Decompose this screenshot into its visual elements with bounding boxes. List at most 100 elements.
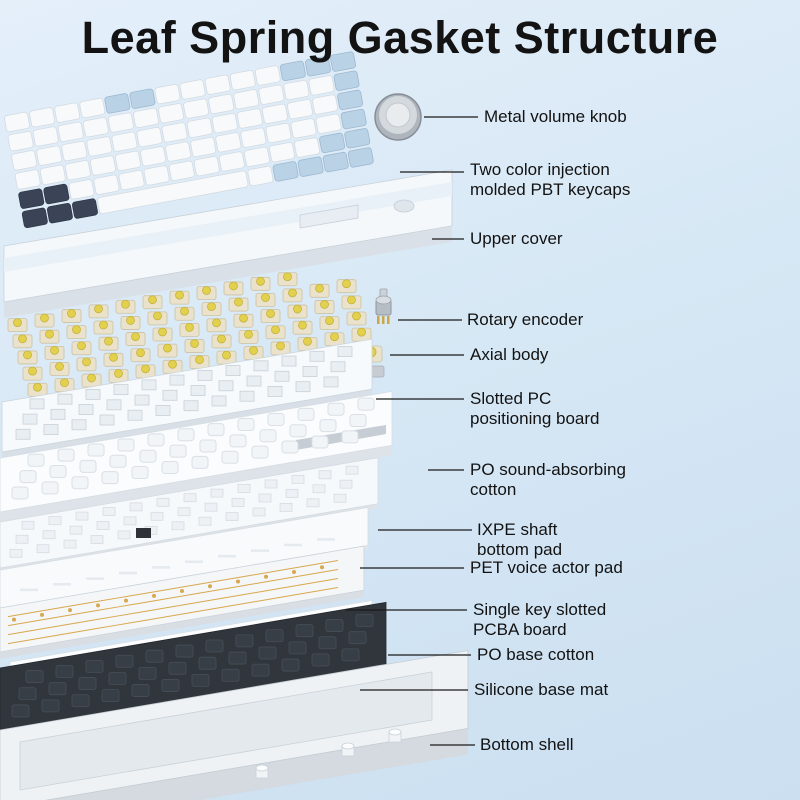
cotton-hole — [297, 407, 315, 421]
keycap — [39, 164, 66, 186]
silicone-pocket — [341, 648, 360, 662]
silicone-pocket — [265, 629, 284, 643]
keycap — [118, 169, 145, 191]
keycap — [97, 170, 249, 215]
cotton-hole — [251, 445, 269, 459]
switch-stem — [109, 352, 118, 362]
cotton-hole — [327, 402, 345, 416]
ixpe-hole — [306, 498, 320, 508]
ixpe-hole — [318, 470, 332, 480]
switch-stem — [185, 322, 194, 332]
switch-stem — [23, 350, 32, 360]
keycap — [204, 74, 231, 95]
pet-detail — [20, 588, 38, 592]
keycap — [129, 88, 156, 109]
keycap — [86, 136, 113, 157]
switch-stem — [175, 290, 184, 300]
keycap — [312, 94, 339, 115]
switch-stem — [352, 311, 361, 321]
plate-slot — [253, 360, 269, 372]
switch-stem — [18, 334, 27, 344]
keycap — [330, 51, 356, 72]
switch-stem — [82, 357, 91, 367]
rotary-encoder-pin — [377, 316, 380, 324]
plate-slot — [211, 395, 227, 407]
upper-cover — [4, 182, 452, 272]
pet-detail — [251, 549, 269, 552]
ixpe-hole — [21, 520, 35, 530]
label-pet-voice-actor-pad: PET voice actor pad — [470, 558, 623, 577]
cotton-hole — [19, 470, 37, 484]
cotton-hole — [199, 439, 217, 453]
keycap — [290, 118, 317, 139]
keycap — [21, 207, 48, 228]
positioning-board — [2, 389, 372, 458]
switch-stem — [342, 279, 351, 289]
ixpe-hole — [171, 521, 185, 531]
switch-stem — [271, 325, 280, 335]
silicone-pocket — [281, 658, 300, 672]
keycap — [115, 150, 141, 172]
rotary-encoder-pin — [387, 316, 390, 324]
pcb-pad — [68, 608, 72, 613]
pcb-pad — [208, 584, 212, 589]
pcba-board — [0, 545, 365, 653]
keycap — [347, 147, 374, 168]
ixpe-hole — [198, 516, 212, 526]
keycap — [190, 136, 217, 158]
switch-stem — [202, 286, 211, 295]
keycap — [79, 97, 106, 119]
switch-stem — [67, 309, 76, 318]
cotton-hole — [109, 454, 127, 468]
plate-slot — [15, 428, 31, 440]
keycap — [322, 151, 349, 173]
keycap — [161, 122, 188, 143]
ixpe-hole — [36, 544, 50, 554]
keycap — [140, 146, 167, 167]
cotton-hole — [169, 444, 187, 458]
switch-stem — [40, 313, 49, 323]
switch-stem — [320, 300, 329, 309]
keycap — [265, 122, 292, 144]
plate-slot — [22, 413, 38, 425]
switch-stem — [249, 346, 258, 355]
label-po-base-cotton: PO base cotton — [477, 645, 595, 664]
cotton-hole — [267, 412, 285, 426]
pcb-trace — [7, 578, 339, 636]
ixpe-hole — [75, 511, 89, 521]
ixpe-hole — [150, 511, 164, 521]
keycap — [261, 103, 288, 125]
switch-stem — [347, 295, 356, 305]
silicone-pocket — [108, 672, 127, 685]
cotton-hole — [341, 430, 359, 444]
switch-stem — [298, 320, 307, 330]
pcb-trace — [7, 587, 339, 645]
keycap — [89, 155, 116, 176]
switch-stem — [180, 306, 189, 316]
pcb-pad — [320, 565, 324, 570]
plate-slot — [295, 381, 311, 393]
switch-stem — [60, 378, 69, 388]
silicone-pocket — [85, 659, 104, 673]
switch-stem — [276, 341, 285, 351]
cotton-hole — [117, 438, 135, 452]
keycap — [308, 75, 335, 96]
pet-detail — [53, 582, 71, 586]
silicone-pocket — [251, 663, 270, 677]
pet-detail — [119, 571, 137, 575]
label-rotary-encoder: Rotary encoder — [467, 310, 584, 329]
keycap — [319, 132, 346, 154]
keycap — [179, 79, 206, 100]
switch-stem — [13, 318, 22, 328]
switch-stem — [239, 313, 248, 323]
silicone-pocket — [235, 634, 254, 648]
switch-stem — [293, 304, 302, 314]
keycap — [279, 60, 306, 82]
silicone-pocket — [258, 646, 277, 660]
keycap — [111, 131, 138, 152]
metal-volume-knob — [385, 102, 411, 128]
silicone-pocket — [355, 614, 374, 627]
pcb-pad — [180, 589, 184, 594]
ixpe-hole — [231, 498, 245, 507]
